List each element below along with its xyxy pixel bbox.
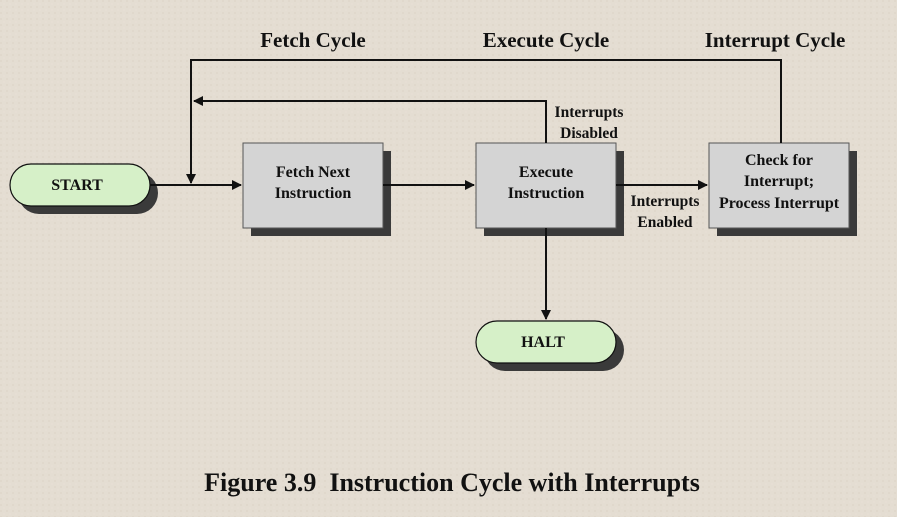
fetch-label-line2: Instruction [275,185,352,202]
interrupt-cycle-label: Interrupt Cycle [705,28,846,52]
disabled-loop-arrow [193,96,547,143]
disabled-label-line1: Interrupts [555,104,624,121]
start-label: START [51,177,103,194]
fetch-label-line1: Fetch Next [276,164,351,181]
connectors [150,59,782,320]
fetch-node: Fetch Next Instruction [242,142,391,236]
check-interrupt-node: Check for Interrupt; Process Interrupt [708,142,857,236]
execute-node: Execute Instruction [475,142,624,236]
execute-label-line2: Instruction [508,185,585,202]
figure-caption: Figure 3.9 Instruction Cycle with Interr… [204,468,700,497]
check-label-line2: Interrupt; [744,173,814,190]
halt-label: HALT [521,334,565,351]
start-node: START [9,163,158,214]
interrupt-loop-arrow [186,59,782,184]
fetch-cycle-label: Fetch Cycle [260,28,366,52]
enabled-label-line2: Enabled [637,214,693,231]
check-label-line1: Check for [745,152,813,169]
check-label-line3: Process Interrupt [719,195,840,212]
halt-node: HALT [475,320,624,371]
enabled-label-line1: Interrupts [631,193,700,210]
execute-label-line1: Execute [519,164,573,181]
disabled-label-line2: Disabled [560,125,618,142]
execute-cycle-label: Execute Cycle [483,28,610,52]
